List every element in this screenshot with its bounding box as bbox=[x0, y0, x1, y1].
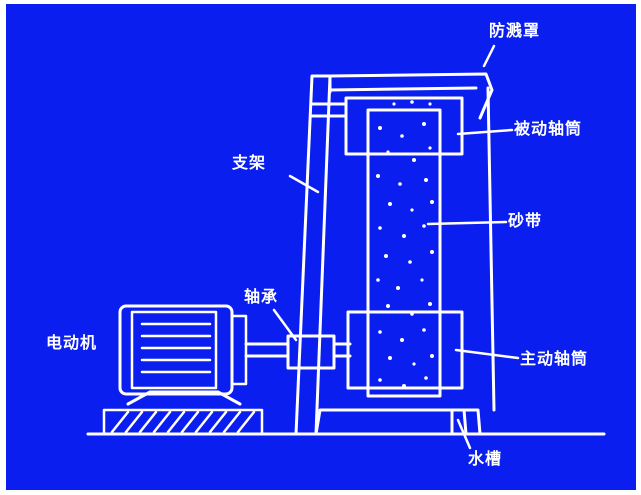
leader-lines bbox=[272, 44, 520, 450]
label-bearing: 轴承 bbox=[244, 287, 279, 306]
label-guard: 防溅罩 bbox=[489, 21, 541, 40]
bracket-frame bbox=[294, 74, 496, 436]
label-bracket: 支架 bbox=[232, 153, 267, 172]
driven-drum bbox=[344, 96, 464, 156]
splash-guard bbox=[328, 72, 494, 120]
label-water-tank: 水槽 bbox=[468, 449, 503, 468]
label-motor: 电动机 bbox=[46, 333, 98, 352]
bearing-box bbox=[286, 334, 336, 370]
motor-base bbox=[102, 408, 264, 436]
label-sand-belt: 砂带 bbox=[508, 211, 543, 230]
label-driving-drum: 主动轴筒 bbox=[520, 349, 589, 368]
water-tank bbox=[450, 408, 468, 436]
sand-belt bbox=[366, 100, 442, 398]
motor bbox=[118, 304, 248, 406]
drive-shaft bbox=[244, 342, 352, 358]
label-driven-drum: 被动轴筒 bbox=[514, 119, 583, 138]
driving-drum bbox=[346, 310, 464, 390]
